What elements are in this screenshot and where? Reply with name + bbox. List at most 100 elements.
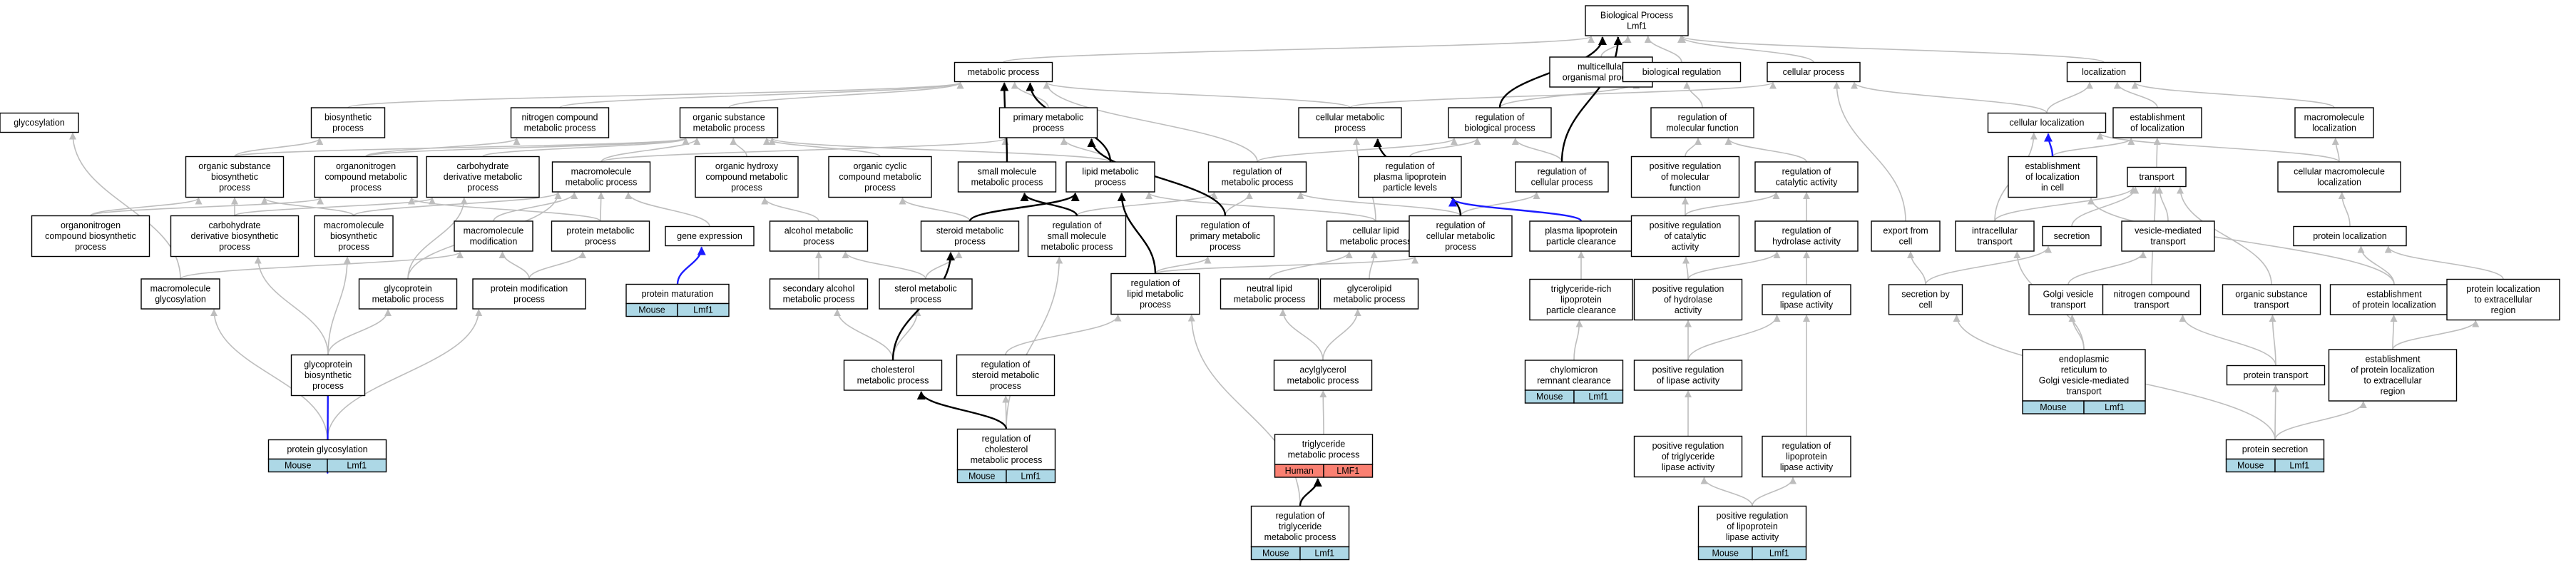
go-term-cellularproc: cellular process xyxy=(1767,61,1861,83)
term-label: localization xyxy=(2312,123,2356,133)
term-box xyxy=(290,354,366,397)
term-label: process xyxy=(585,237,616,247)
term-label: macromolecule xyxy=(571,167,632,177)
term-label: metabolic process xyxy=(1041,242,1113,252)
term-label: metabolic process xyxy=(566,178,638,188)
term-label: process xyxy=(312,381,344,391)
term-label: Lmf1 xyxy=(1627,21,1647,31)
term-label: function xyxy=(1670,183,1701,193)
edge-regprimary-to-regmetab xyxy=(1225,192,1253,216)
term-label: metabolic process xyxy=(1222,178,1294,188)
term-label: compound metabolic xyxy=(705,172,787,182)
edge-regcellproc-to-regbio xyxy=(1511,138,1563,163)
edge-posreglipase-to-reglipase xyxy=(1687,315,1781,361)
annotation-species-label: Mouse xyxy=(638,305,665,315)
term-label: of lipase activity xyxy=(1657,376,1720,386)
term-label: alcohol metabolic xyxy=(784,226,854,236)
term-box xyxy=(2127,166,2187,188)
term-label: to extracellular xyxy=(2474,295,2532,305)
term-label: secretion by xyxy=(1901,290,1950,300)
term-label: organismal process xyxy=(1563,73,1640,83)
term-label: Golgi vesicle xyxy=(2043,290,2094,300)
annotation-gene-label: Lmf1 xyxy=(1314,549,1334,559)
term-box xyxy=(1358,156,1462,198)
term-box xyxy=(1065,161,1155,193)
edge-glycoprotbio-to-macrobio xyxy=(327,256,351,355)
term-label: lipid metabolic xyxy=(1127,289,1183,299)
edge-cellmacroloc-to-macroloc xyxy=(2331,138,2340,163)
term-label: small molecule xyxy=(978,167,1037,177)
term-box xyxy=(2121,220,2215,252)
edge-chylomicron-to-trigrich xyxy=(1573,320,1583,361)
term-box xyxy=(1529,278,1633,321)
edge-regtrig-to-triglyceride xyxy=(1299,478,1322,507)
term-label: biological regulation xyxy=(1642,67,1722,77)
edge-regsmallmol-to-smallmol xyxy=(1020,193,1078,216)
annotation-species-label: Mouse xyxy=(2040,402,2067,412)
edge-proteinsecretion-to-proteintransport xyxy=(2271,385,2279,440)
term-label: endoplasmic xyxy=(2059,355,2109,365)
term-label: organic substance xyxy=(198,161,271,171)
edge-macromod-to-macromet xyxy=(493,192,578,222)
term-label: sterol metabolic xyxy=(894,284,957,294)
term-label: process xyxy=(864,183,896,193)
edge-cellularlipid-to-lipidmet xyxy=(1145,192,1376,222)
term-box xyxy=(314,215,394,258)
term-box xyxy=(1175,215,1275,258)
term-label: metabolic process xyxy=(971,455,1043,465)
term-label: to extracellular xyxy=(2363,376,2421,386)
term-label: biosynthetic xyxy=(211,172,258,182)
term-box xyxy=(2277,161,2401,193)
term-label: positive regulation xyxy=(1652,365,1724,375)
term-label: process xyxy=(513,295,545,305)
term-box xyxy=(1650,107,1754,138)
term-label: vesicle-mediated xyxy=(2135,226,2202,236)
edge-posregcatal-to-regcatal xyxy=(1685,192,1780,216)
term-label: organic substance xyxy=(692,113,765,123)
term-label: protein metabolic xyxy=(566,226,634,236)
term-box xyxy=(920,220,1020,252)
edge-proteinglyco-to-macroglyco xyxy=(210,309,328,440)
term-label: region xyxy=(2491,305,2516,315)
term-label: metabolic process xyxy=(857,376,929,386)
edge-cellloc-to-localization xyxy=(2046,81,2093,113)
term-label: transport xyxy=(2254,300,2289,310)
term-label: regulation of xyxy=(1538,167,1587,177)
term-box xyxy=(310,107,386,138)
annotation-gene-label: LMF1 xyxy=(1336,466,1359,476)
term-label: compound metabolic xyxy=(839,172,921,182)
term-label: process xyxy=(75,242,106,252)
term-label: regulation of xyxy=(1201,220,1250,230)
term-label: regulation of xyxy=(1386,161,1435,171)
edge-macroglyco-to-macromod xyxy=(180,251,464,280)
term-label: multicellular xyxy=(1578,62,1625,72)
term-label: organonitrogen xyxy=(61,220,121,230)
term-box xyxy=(2294,107,2374,138)
term-box xyxy=(2008,156,2097,198)
term-label: compound metabolic xyxy=(324,172,407,182)
term-box xyxy=(1633,278,1743,321)
term-label: metabolic process xyxy=(372,295,444,305)
edge-estlocincell-to-estloc xyxy=(2052,138,2135,158)
edge-macroloc-to-localization xyxy=(2131,81,2335,108)
edge-regcellmetab-to-regmetab xyxy=(1297,192,1461,217)
go-term-metabolic: metabolic process xyxy=(954,61,1053,83)
term-label: of localization xyxy=(2130,123,2184,133)
edge-orgsubst-to-metabolic xyxy=(728,81,964,108)
annotation-species-label: Mouse xyxy=(2237,461,2264,471)
edge-macromet-to-primary xyxy=(600,138,1009,163)
annotation-gene-label: Lmf1 xyxy=(1588,392,1608,402)
